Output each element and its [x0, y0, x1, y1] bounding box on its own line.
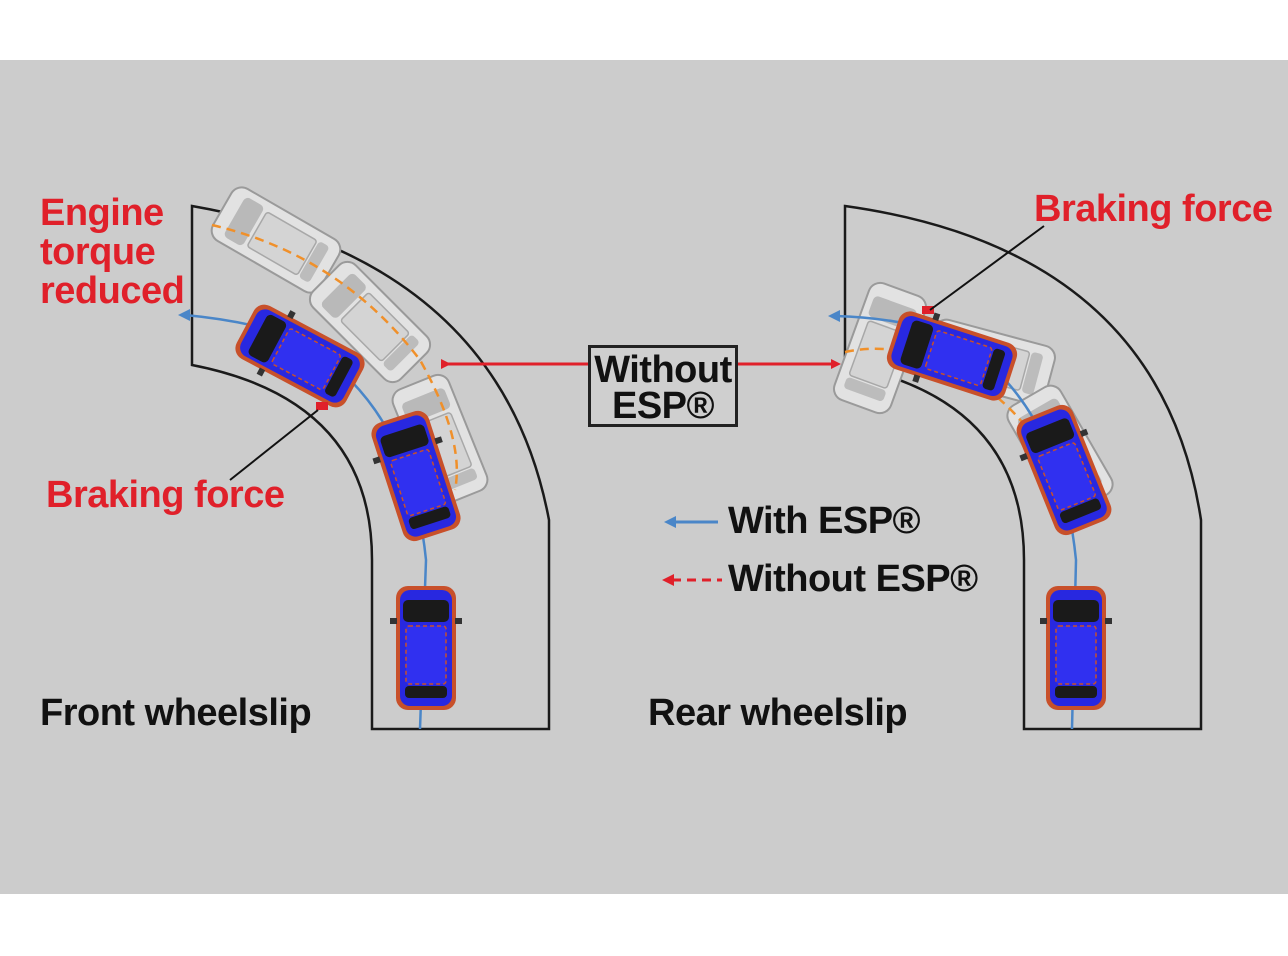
braking-force-label-right: Braking force	[1034, 188, 1273, 230]
car-right-1	[1039, 585, 1113, 711]
road-outline-left	[190, 204, 551, 731]
engine-label-line3: reduced	[40, 270, 185, 312]
legend-with-esp: With ESP®	[728, 500, 921, 542]
brake-marker-right	[922, 306, 934, 314]
brake-marker-left	[316, 402, 328, 410]
car-left-1	[389, 585, 463, 711]
without-esp-trajectory-right	[844, 347, 1037, 441]
without-box-line2: ESP®	[611, 385, 715, 427]
brake-leader-left	[229, 409, 319, 481]
legend-with-arrowhead	[664, 516, 676, 528]
legend-without-esp: Without ESP®	[728, 558, 978, 600]
without-esp-trajectory-left	[211, 223, 459, 491]
rear-wheelslip-title: Rear wheelslip	[648, 692, 908, 734]
engine-label-line1: Engine	[40, 192, 164, 234]
front-wheelslip-title: Front wheelslip	[40, 692, 312, 734]
road-outline-right	[843, 204, 1203, 731]
engine-label-line2: torque	[40, 231, 156, 273]
without-box-line1: Without	[594, 349, 732, 391]
with-esp-arrowhead-right	[828, 310, 840, 322]
with-esp-arrowhead-left	[178, 309, 190, 321]
without-esp-box: Without ESP®	[588, 345, 738, 427]
legend-without-arrowhead	[662, 574, 674, 586]
brake-leader-right	[929, 225, 1045, 311]
engine-torque-label: Engine torque reduced	[40, 192, 185, 312]
braking-force-label-left: Braking force	[46, 474, 285, 516]
